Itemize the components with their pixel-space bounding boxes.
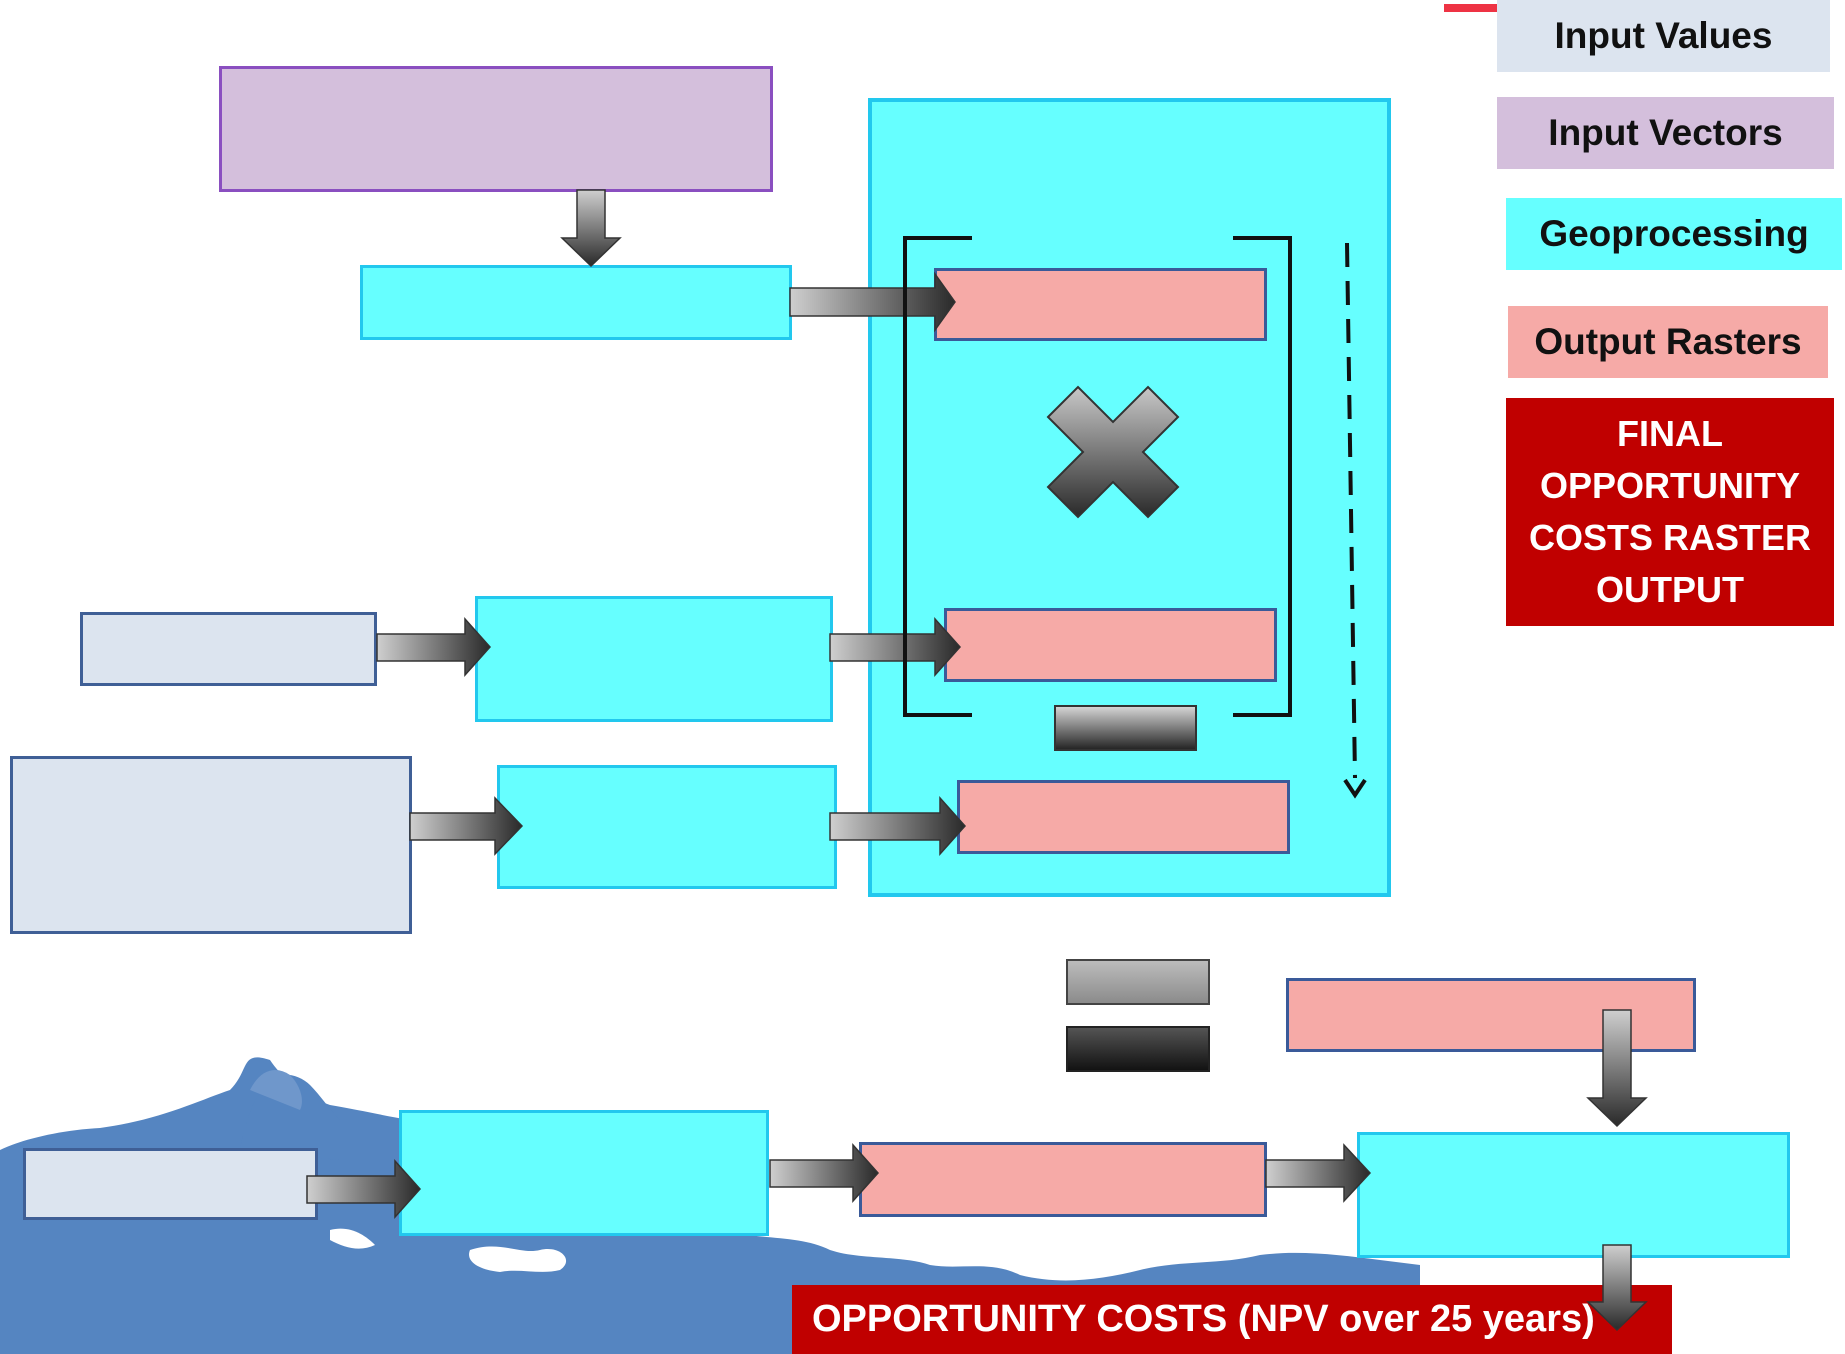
equals-icon bbox=[1067, 960, 1209, 1071]
arrow-right bbox=[830, 798, 965, 854]
arrow-right bbox=[377, 619, 490, 675]
multiply-icon bbox=[1048, 387, 1178, 517]
dashed-flow-line bbox=[1347, 243, 1355, 778]
arrow-down bbox=[562, 190, 620, 266]
arrow-right bbox=[770, 1145, 878, 1201]
arrow-right bbox=[790, 274, 955, 330]
arrow-right bbox=[830, 619, 960, 675]
arrow-right bbox=[307, 1161, 420, 1217]
dashed-flow-arrowhead bbox=[1345, 780, 1365, 795]
arrow-down bbox=[1588, 1245, 1646, 1330]
minus-icon bbox=[1055, 706, 1196, 750]
arrow-right bbox=[410, 798, 522, 854]
arrow-down bbox=[1588, 1010, 1646, 1126]
right-bracket bbox=[1233, 238, 1290, 715]
arrow-right bbox=[1266, 1145, 1370, 1201]
